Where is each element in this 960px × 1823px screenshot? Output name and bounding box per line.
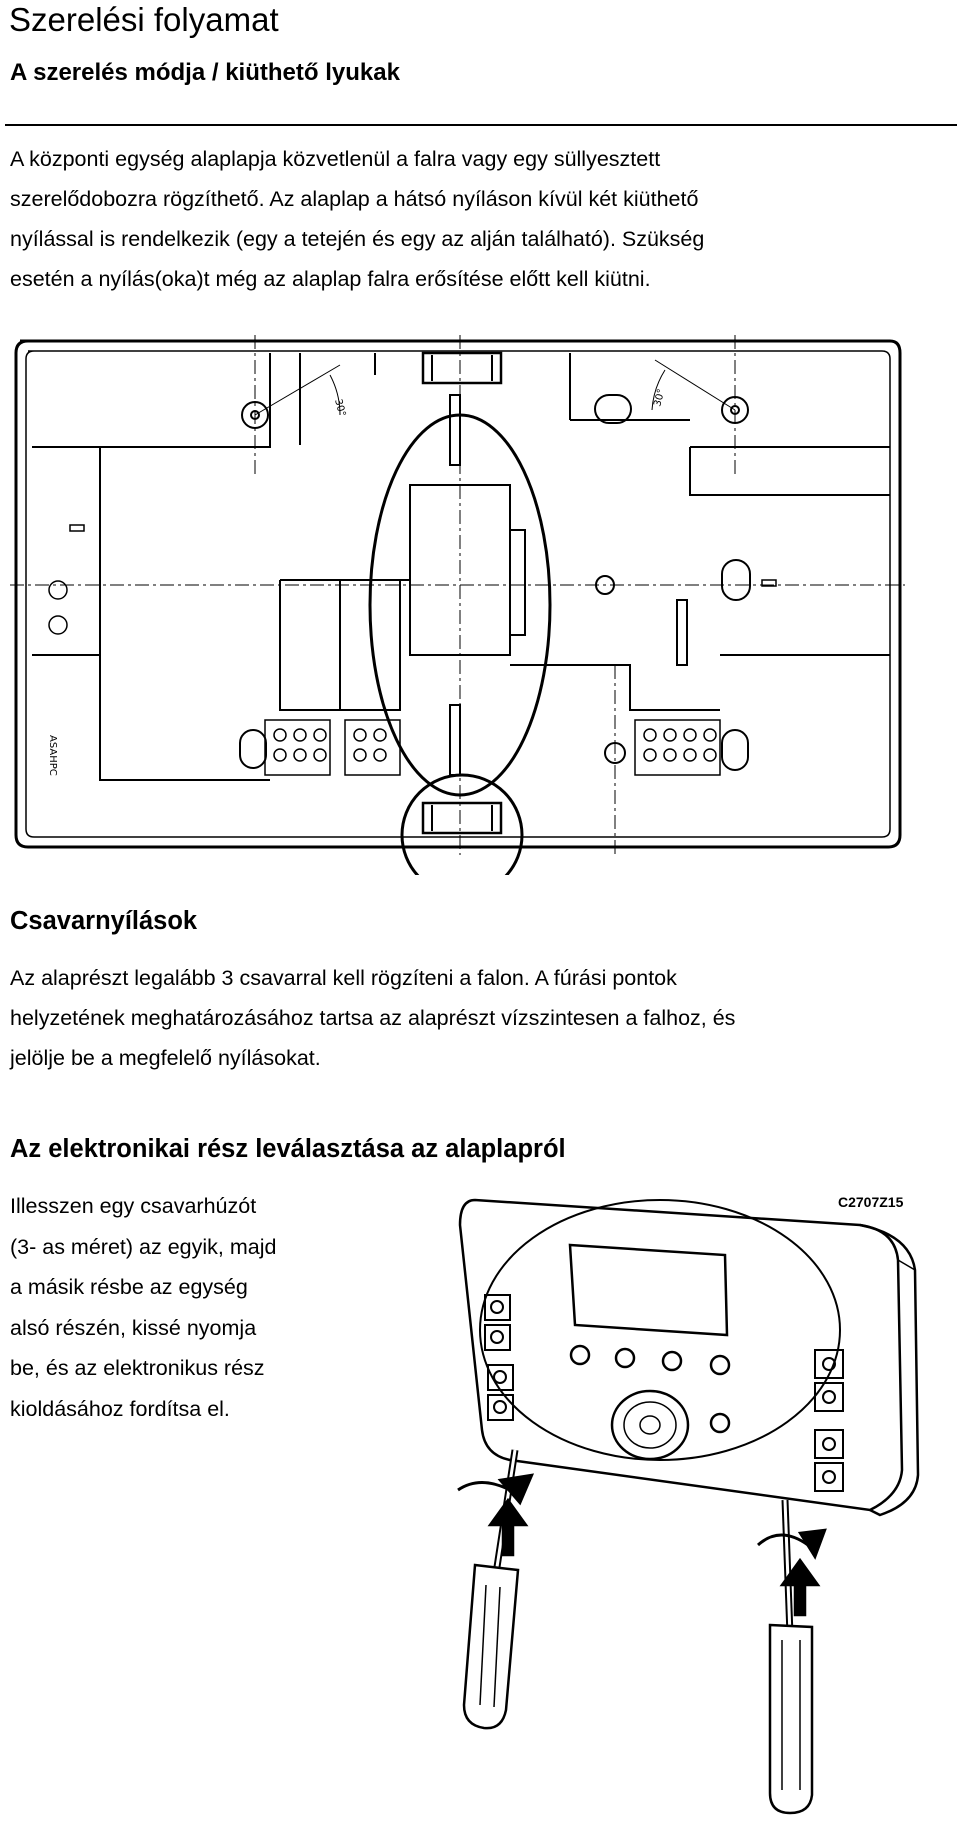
page-subtitle: A szerelés módja / kiüthető lyukak (10, 59, 400, 86)
intro-line: szerelődobozra rögzíthető. Az alaplap a … (10, 187, 699, 211)
detach-line: a másik résbe az egység (10, 1275, 248, 1299)
angle-label-right: 30° (652, 388, 667, 408)
detach-line: kioldásához fordítsa el. (10, 1396, 230, 1421)
detach-line: alsó részén, kissé nyomja (10, 1315, 257, 1340)
intro-line: esetén a nyílás(oka)t még az alaplap fal… (10, 267, 651, 291)
angle-label-left: 30° (332, 398, 347, 418)
figure-code: C2707Z15 (838, 1194, 904, 1210)
screws-line: helyzetének meghatározásához tartsa az a… (10, 1006, 736, 1030)
page-title: Szerelési folyamat (9, 1, 279, 38)
intro-paragraph: A központi egység alaplapja közvetlenül … (10, 139, 704, 299)
base-plate-drawing: 30° 30° ASAHPC (10, 335, 905, 875)
detach-line: (3- as méret) az egyik, majd (10, 1234, 277, 1259)
section-heading-screws: Csavarnyílások (10, 907, 198, 935)
detach-paragraph: Illesszen egy csavarhúzót (3- as méret) … (10, 1186, 276, 1429)
screws-line: jelölje be a megfelelő nyílásokat. (10, 1046, 321, 1070)
detach-line: be, és az elektronikus rész (10, 1356, 265, 1380)
screws-line: Az alaprészt legalább 3 csavarral kell r… (10, 966, 677, 990)
section-heading-detach: Az elektronikai rész leválasztása az ala… (10, 1135, 566, 1163)
detach-line: Illesszen egy csavarhúzót (10, 1194, 257, 1218)
controller-device-illustration (457, 1198, 920, 1815)
divider (5, 124, 957, 126)
screws-paragraph: Az alaprészt legalább 3 csavarral kell r… (10, 958, 735, 1078)
intro-line: nyílással is rendelkezik (egy a tetején … (10, 227, 705, 251)
side-label: ASAHPC (47, 735, 58, 776)
intro-line: A központi egység alaplapja közvetlenül … (10, 147, 661, 171)
